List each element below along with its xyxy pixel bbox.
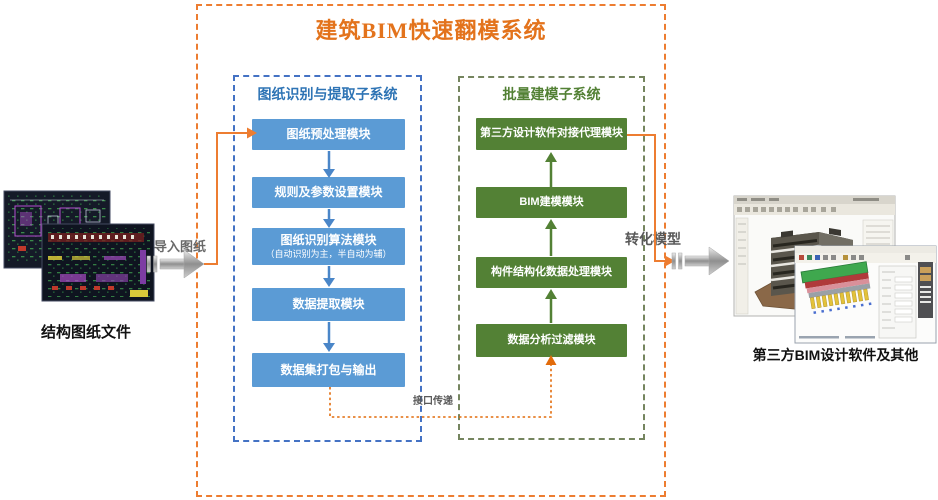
module-label: 数据提取模块 xyxy=(292,297,365,311)
cad-sheet-front xyxy=(41,223,155,302)
module-data-filter: 数据分析过滤模块 xyxy=(476,324,627,357)
convert-model-label: 转化模型 xyxy=(625,231,681,247)
cad-drawings-image xyxy=(2,190,157,302)
module-label: 图纸识别算法模块 xyxy=(280,232,377,247)
convert-arrow xyxy=(671,246,730,276)
module-label: 构件结构化数据处理模块 xyxy=(491,265,612,278)
module-label: 图纸预处理模块 xyxy=(286,127,371,141)
bim-software-image xyxy=(733,194,938,346)
module-recognition-algorithm: 图纸识别算法模块 （自动识别为主，半自动为辅） xyxy=(252,228,405,265)
module-data-extract: 数据提取模块 xyxy=(252,288,405,321)
structural-drawings-caption: 结构图纸文件 xyxy=(40,324,131,341)
module-component-structuring: 构件结构化数据处理模块 xyxy=(476,257,627,288)
interface-transfer-label: 接口传递 xyxy=(413,396,453,407)
left-subsystem-title: 图纸识别与提取子系统 xyxy=(257,86,398,102)
module-label: BIM建模模块 xyxy=(519,195,584,208)
bim-side-toolbar xyxy=(918,262,933,318)
bim-software-svg xyxy=(733,195,937,344)
diagram-title: 建筑BIM快速翻模系统 xyxy=(315,18,547,43)
import-drawings-label: 导入图纸 xyxy=(153,239,206,254)
bim-software-caption: 第三方BIM设计软件及其他 xyxy=(752,347,919,363)
module-label: 第三方设计软件对接代理模块 xyxy=(480,127,623,140)
module-drawing-preprocess: 图纸预处理模块 xyxy=(252,119,405,150)
module-bim-modeling: BIM建模模块 xyxy=(476,187,627,218)
bim-structural-model xyxy=(800,261,872,315)
module-label: 数据分析过滤模块 xyxy=(507,333,596,346)
module-sublabel: （自动识别为主，半自动为辅） xyxy=(265,248,392,259)
module-rules-params: 规则及参数设置模块 xyxy=(252,177,405,208)
bim-properties-panel xyxy=(878,265,917,339)
module-label: 规则及参数设置模块 xyxy=(274,185,383,199)
module-label: 数据集打包与输出 xyxy=(280,362,377,377)
right-subsystem-title: 批量建模子系统 xyxy=(502,86,601,102)
cad-drawings-svg xyxy=(3,190,155,302)
module-dataset-output: 数据集打包与输出 xyxy=(252,353,405,387)
module-thirdparty-proxy: 第三方设计软件对接代理模块 xyxy=(476,118,627,150)
bim-window-front xyxy=(794,245,937,344)
